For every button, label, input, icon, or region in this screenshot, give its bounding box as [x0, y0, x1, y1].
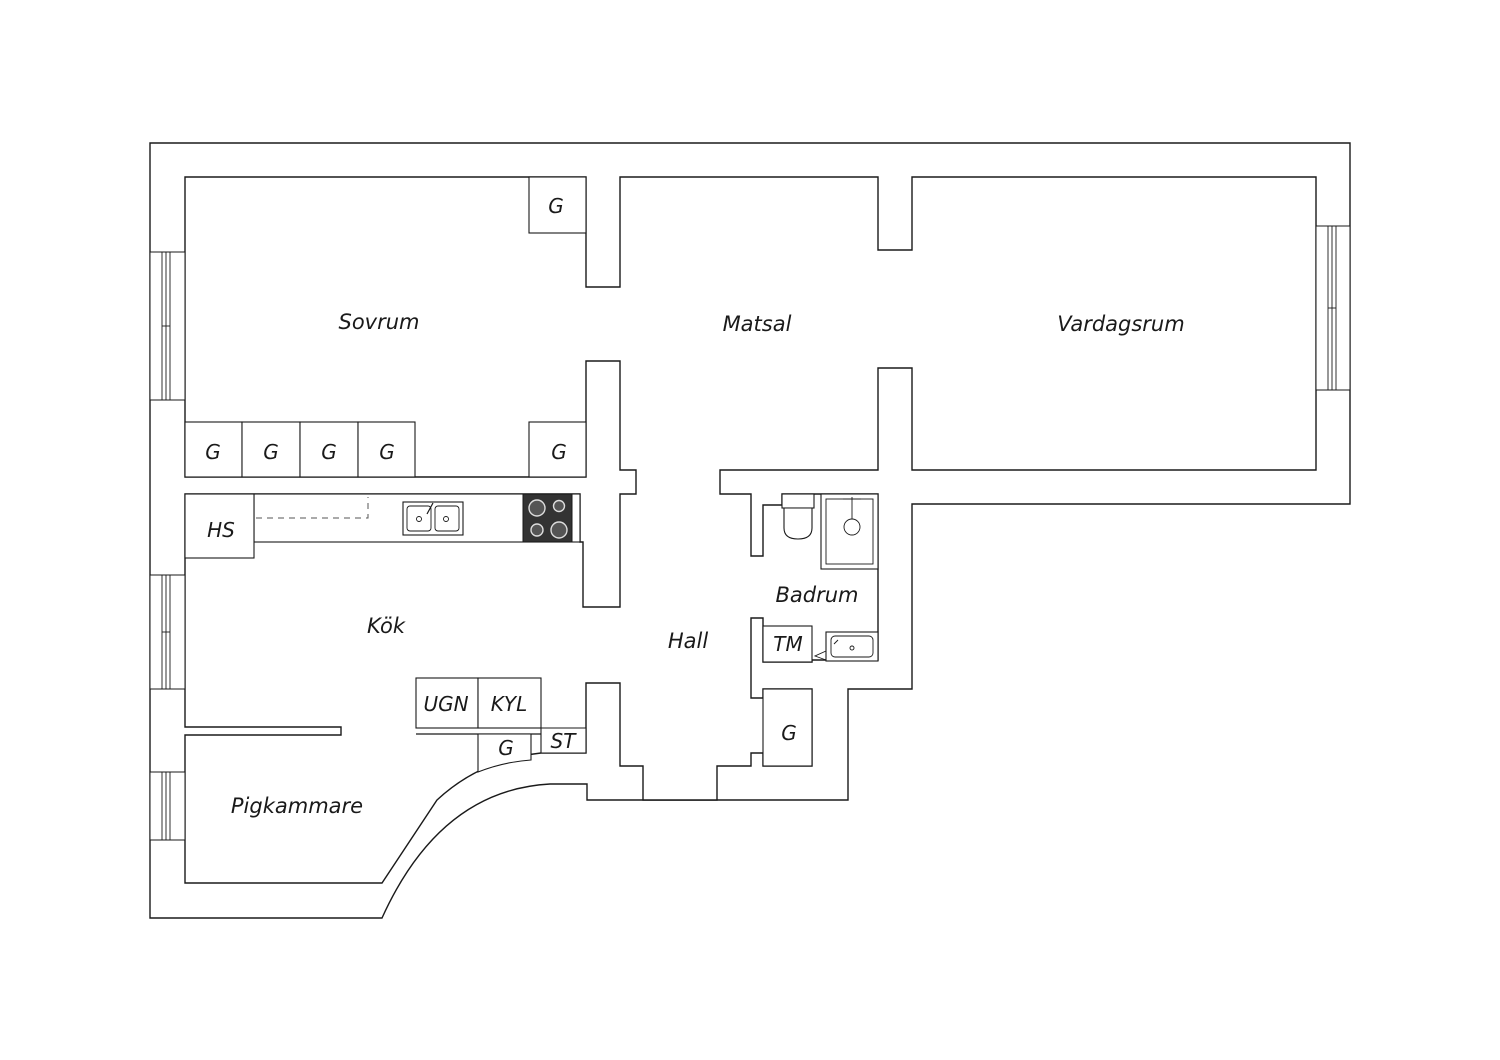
room-label-badrum: Badrum [775, 583, 858, 607]
oven-label: UGN [423, 692, 468, 716]
linen-closet [184, 493, 255, 559]
room-label-matsal: Matsal [723, 312, 792, 336]
room-label-sovrum: Sovrum [338, 310, 419, 334]
room-label-kok: Kök [367, 614, 406, 638]
room-label-vardagsrum: Vardagsrum [1057, 312, 1184, 336]
washbasin-icon [813, 631, 879, 662]
closet-label: G [551, 440, 567, 464]
closet-label: G [781, 721, 797, 745]
cleaning-cabinet [540, 727, 587, 754]
hob-icon [522, 493, 573, 543]
closet-sovrum-1 [184, 421, 243, 478]
cleaning-cabinet-label: ST [551, 729, 578, 753]
closet-sovrum-3 [299, 421, 359, 478]
dishwasher-outline [256, 497, 369, 519]
oven [415, 677, 479, 729]
room-label-pigkammare: Pigkammare [231, 794, 363, 818]
window-left-kok [149, 574, 186, 690]
room-label-hall: Hall [668, 629, 708, 653]
closet-label: G [379, 440, 395, 464]
washing-machine [762, 625, 813, 663]
toilet-icon [781, 493, 815, 540]
closet-label: G [321, 440, 337, 464]
window-left-pigkammare [149, 771, 186, 841]
closet-kitchen-corner [477, 733, 532, 773]
shower-icon [820, 493, 879, 570]
closet-label: G [205, 440, 221, 464]
closet-sovrum-5 [528, 421, 587, 478]
sink-icon [402, 501, 464, 536]
linen-closet-label: HS [207, 518, 235, 542]
closet-hall [762, 688, 813, 767]
washing-machine-label: TM [773, 632, 802, 656]
closet-sovrum-4 [357, 421, 416, 478]
closet-label: G [548, 194, 564, 218]
closet-label: G [263, 440, 279, 464]
window-right-vardagsrum [1315, 225, 1351, 391]
window-left-sovrum [149, 251, 186, 401]
fridge [477, 677, 542, 729]
fridge-label: KYL [491, 692, 527, 716]
closet-label: G [498, 736, 514, 760]
closet-sovrum-top [528, 176, 587, 234]
